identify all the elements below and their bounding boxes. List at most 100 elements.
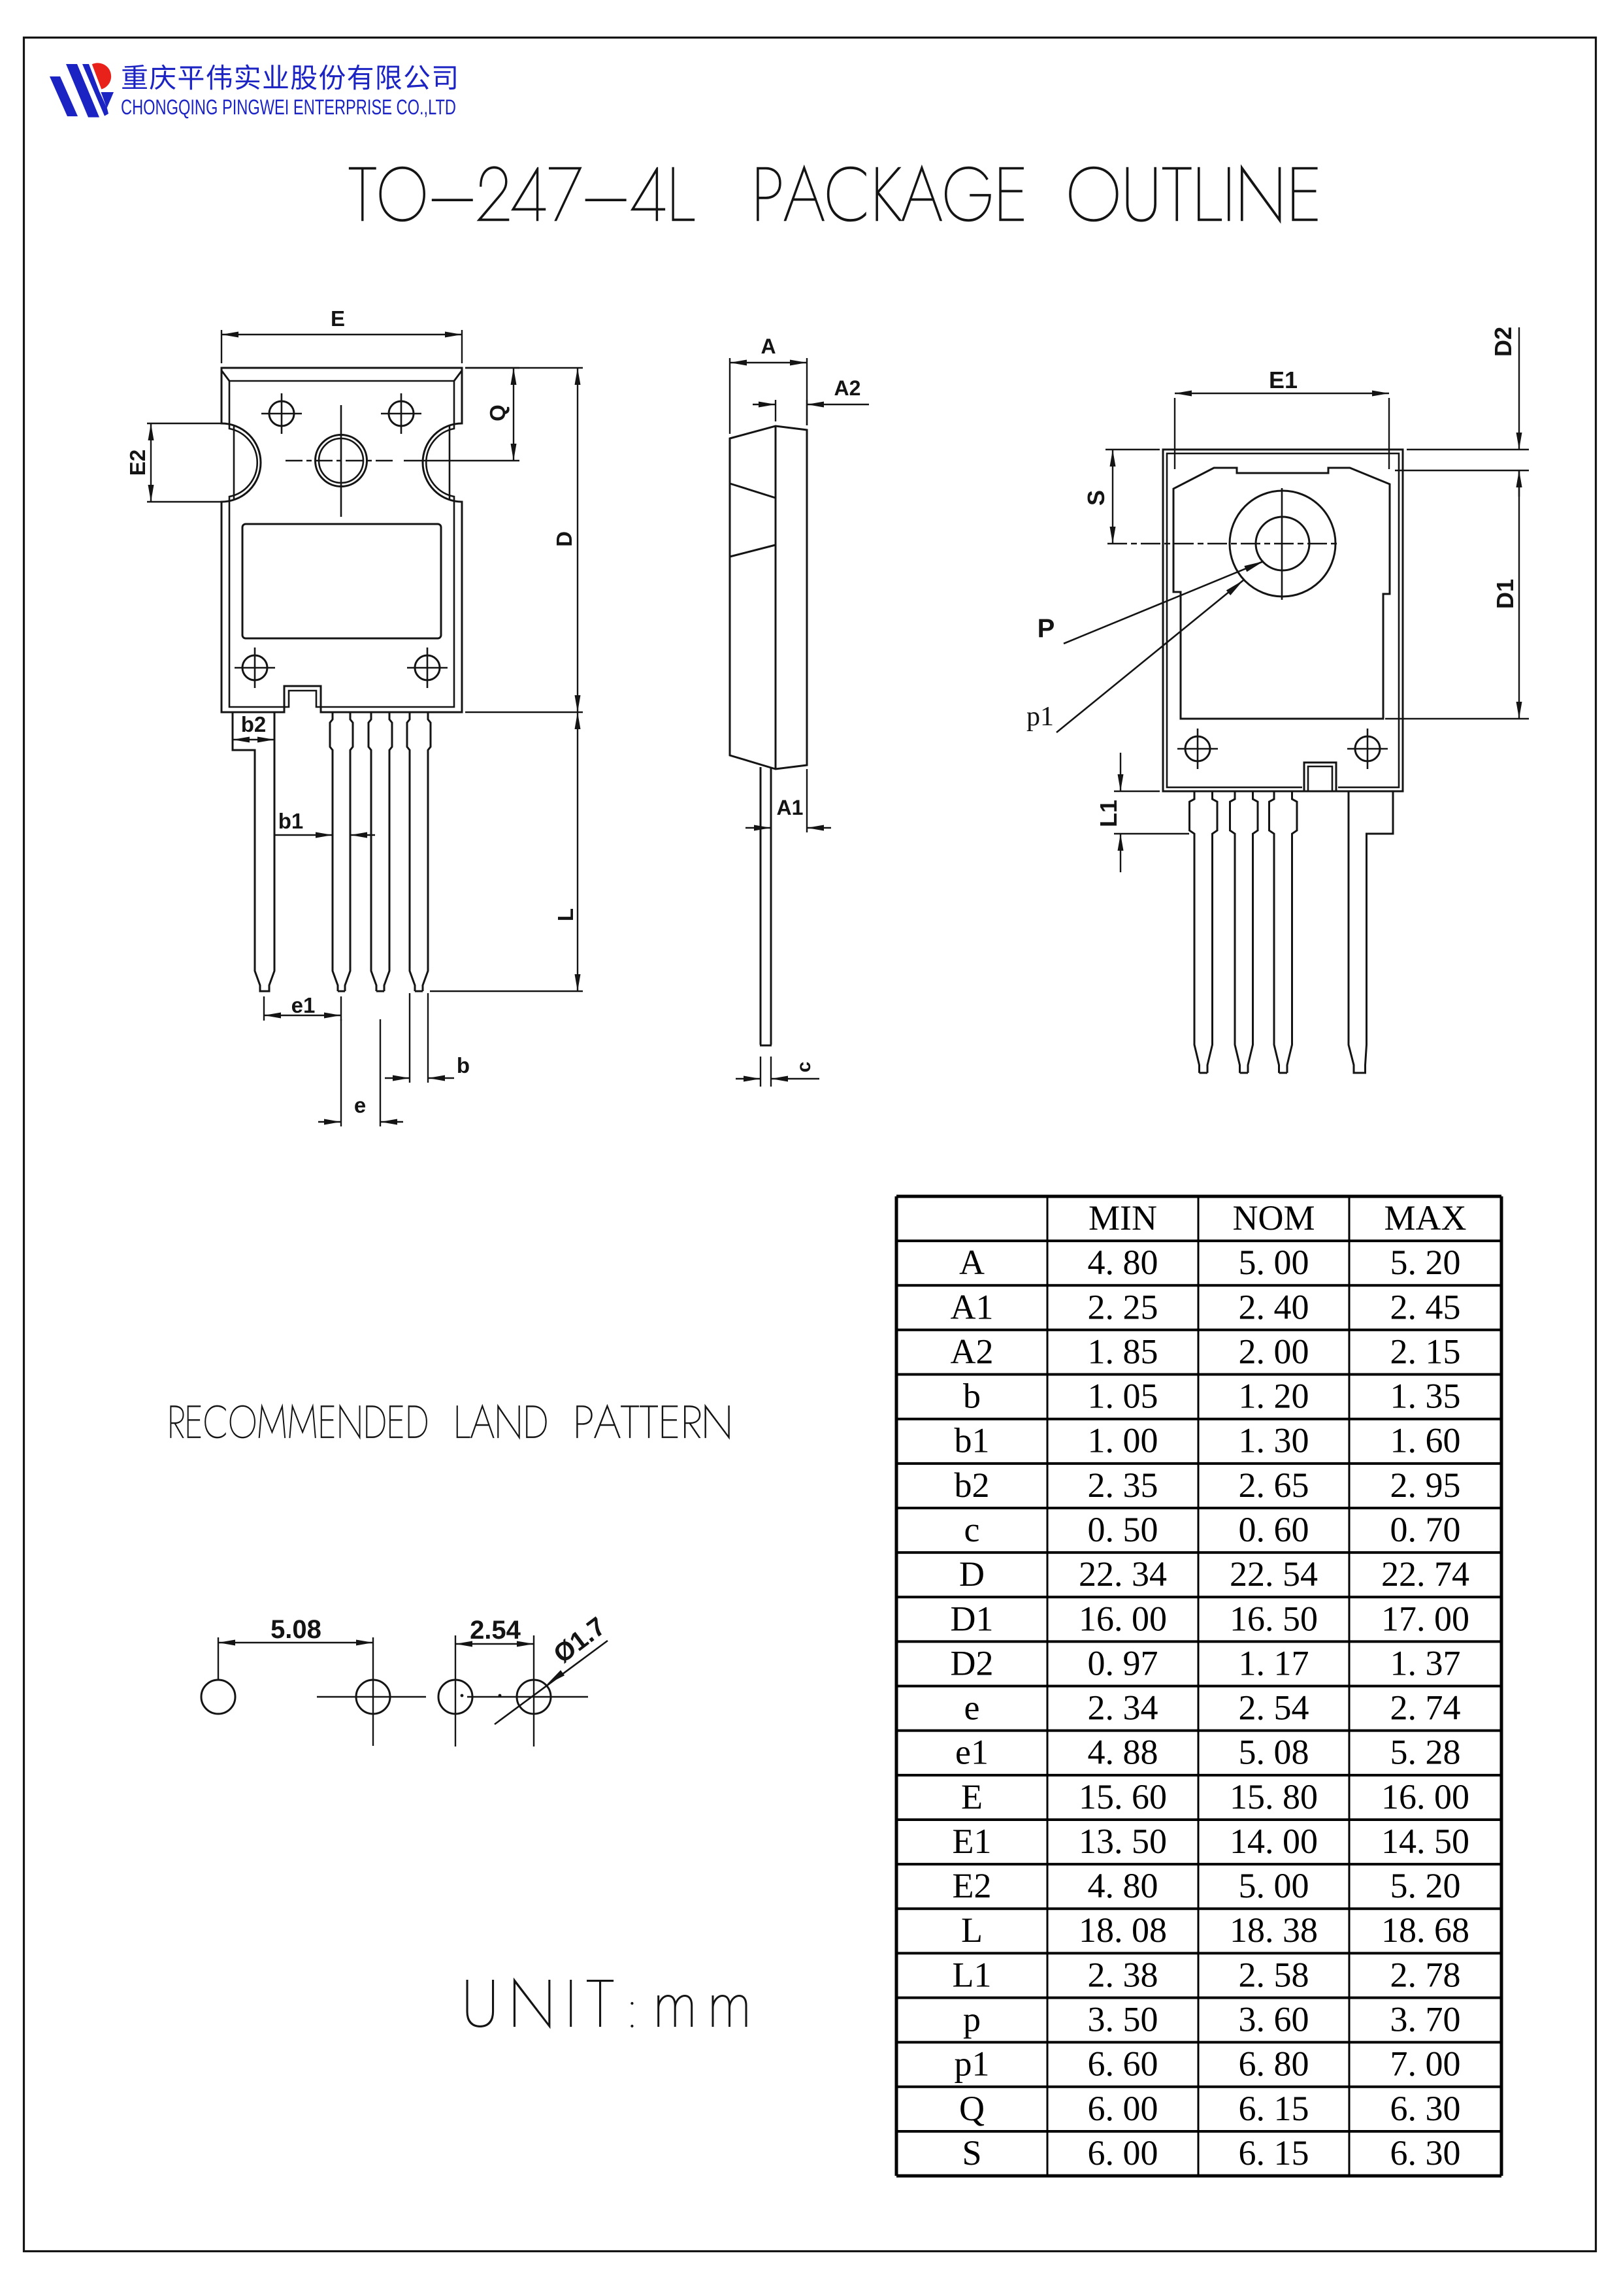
svg-text:b: b [963, 1377, 981, 1416]
svg-text:0. 60: 0. 60 [1239, 1510, 1309, 1549]
svg-text:b2: b2 [241, 712, 267, 736]
svg-text:b2: b2 [955, 1466, 990, 1505]
svg-text:D: D [552, 531, 576, 547]
svg-text:7. 00: 7. 00 [1390, 2044, 1461, 2084]
svg-text:b1: b1 [278, 809, 304, 833]
svg-text:p1: p1 [955, 2044, 990, 2084]
svg-text:1. 17: 1. 17 [1239, 1643, 1309, 1682]
svg-text:2. 65: 2. 65 [1239, 1466, 1309, 1505]
svg-text:A1: A1 [777, 796, 804, 819]
svg-text:b1: b1 [955, 1421, 990, 1460]
svg-text:2. 35: 2. 35 [1088, 1466, 1158, 1505]
svg-text:e: e [964, 1688, 980, 1728]
svg-text:2. 58: 2. 58 [1239, 1955, 1309, 1994]
svg-text:c: c [964, 1510, 980, 1549]
svg-text:5. 08: 5. 08 [1239, 1733, 1309, 1772]
svg-text:3. 60: 3. 60 [1239, 2000, 1309, 2039]
svg-text:2. 40: 2. 40 [1239, 1287, 1309, 1326]
svg-text:NOM: NOM [1232, 1198, 1315, 1238]
svg-text:4. 80: 4. 80 [1088, 1243, 1158, 1282]
svg-text:2. 74: 2. 74 [1390, 1688, 1461, 1728]
svg-text:3. 50: 3. 50 [1088, 2000, 1158, 2039]
svg-text:13. 50: 13. 50 [1079, 1822, 1167, 1861]
svg-text:2. 00: 2. 00 [1239, 1332, 1309, 1371]
svg-text:6. 00: 6. 00 [1088, 2133, 1158, 2173]
svg-text:e: e [354, 1093, 366, 1117]
svg-text:6. 80: 6. 80 [1239, 2044, 1309, 2084]
svg-text:1. 20: 1. 20 [1239, 1377, 1309, 1416]
svg-text:14. 50: 14. 50 [1381, 1822, 1469, 1861]
svg-text:5. 20: 5. 20 [1390, 1243, 1461, 1282]
svg-text:6. 30: 6. 30 [1390, 2133, 1461, 2173]
svg-text:1. 30: 1. 30 [1239, 1421, 1309, 1460]
svg-text:D2: D2 [1490, 327, 1516, 357]
svg-text:1. 00: 1. 00 [1088, 1421, 1158, 1460]
svg-text:1. 37: 1. 37 [1390, 1643, 1461, 1682]
svg-text:E1: E1 [1269, 367, 1298, 393]
svg-text:15. 80: 15. 80 [1230, 1777, 1318, 1816]
svg-text:6. 30: 6. 30 [1390, 2089, 1461, 2128]
svg-text:0. 70: 0. 70 [1390, 1510, 1461, 1549]
svg-text:6. 00: 6. 00 [1088, 2089, 1158, 2128]
svg-text:D: D [959, 1554, 985, 1594]
svg-text:p1: p1 [1026, 702, 1054, 732]
svg-text:Q: Q [485, 404, 510, 421]
svg-text:e1: e1 [955, 1733, 989, 1772]
svg-text:6. 15: 6. 15 [1239, 2089, 1309, 2128]
svg-text:L1: L1 [953, 1955, 992, 1994]
svg-text:14. 00: 14. 00 [1230, 1822, 1318, 1861]
svg-text:E2: E2 [953, 1866, 992, 1905]
svg-text:6. 15: 6. 15 [1239, 2133, 1309, 2173]
svg-text:5. 28: 5. 28 [1390, 1733, 1461, 1772]
svg-text:1. 05: 1. 05 [1088, 1377, 1158, 1416]
svg-text:2. 34: 2. 34 [1088, 1688, 1158, 1728]
svg-text:p: p [963, 2000, 981, 2039]
svg-text:S: S [962, 2133, 981, 2173]
svg-text:MIN: MIN [1089, 1198, 1157, 1238]
svg-text:5. 00: 5. 00 [1239, 1243, 1309, 1282]
svg-text:Q: Q [959, 2089, 985, 2128]
svg-text:22. 74: 22. 74 [1381, 1554, 1469, 1594]
svg-text:4. 88: 4. 88 [1088, 1733, 1158, 1772]
svg-text:2. 15: 2. 15 [1390, 1332, 1461, 1371]
svg-text:A2: A2 [951, 1332, 994, 1371]
svg-text:18. 68: 18. 68 [1381, 1911, 1469, 1950]
svg-text:A: A [959, 1243, 985, 1282]
svg-text:0. 97: 0. 97 [1088, 1643, 1158, 1682]
svg-text:3. 70: 3. 70 [1390, 2000, 1461, 2039]
svg-text:b: b [457, 1053, 470, 1077]
svg-text:D2: D2 [951, 1643, 994, 1682]
svg-text:5.08: 5.08 [270, 1615, 321, 1644]
svg-text:A1: A1 [951, 1287, 994, 1326]
svg-text:1. 60: 1. 60 [1390, 1421, 1461, 1460]
svg-text:4. 80: 4. 80 [1088, 1866, 1158, 1905]
svg-text:A2: A2 [834, 376, 861, 400]
svg-text:5. 20: 5. 20 [1390, 1866, 1461, 1905]
svg-text:E: E [961, 1777, 983, 1816]
svg-text:16. 00: 16. 00 [1381, 1777, 1469, 1816]
svg-text:2. 54: 2. 54 [1239, 1688, 1309, 1728]
svg-text:2. 78: 2. 78 [1390, 1955, 1461, 1994]
svg-text:18. 38: 18. 38 [1230, 1911, 1318, 1950]
svg-text:E2: E2 [125, 450, 150, 476]
svg-text:16. 00: 16. 00 [1079, 1599, 1167, 1638]
svg-text:2. 25: 2. 25 [1088, 1287, 1158, 1326]
svg-text:L1: L1 [1095, 800, 1122, 827]
svg-text:2.54: 2.54 [470, 1616, 521, 1645]
svg-text:L: L [961, 1911, 983, 1950]
svg-text:c: c [793, 1062, 815, 1073]
svg-text:2. 38: 2. 38 [1088, 1955, 1158, 1994]
svg-text:18. 08: 18. 08 [1079, 1911, 1167, 1950]
svg-text:0. 50: 0. 50 [1088, 1510, 1158, 1549]
svg-text:17. 00: 17. 00 [1381, 1599, 1469, 1638]
svg-text:16. 50: 16. 50 [1230, 1599, 1318, 1638]
svg-text:2. 95: 2. 95 [1390, 1466, 1461, 1505]
svg-text:CHONGQING PINGWEI ENTERPRISE C: CHONGQING PINGWEI ENTERPRISE CO.,LTD [121, 95, 456, 119]
svg-text:5. 00: 5. 00 [1239, 1866, 1309, 1905]
svg-text:1. 85: 1. 85 [1088, 1332, 1158, 1371]
svg-text:MAX: MAX [1384, 1198, 1466, 1238]
svg-text:E: E [331, 306, 345, 331]
svg-text:A: A [761, 335, 776, 358]
svg-text:15. 60: 15. 60 [1079, 1777, 1167, 1816]
svg-text:D1: D1 [1492, 579, 1518, 609]
